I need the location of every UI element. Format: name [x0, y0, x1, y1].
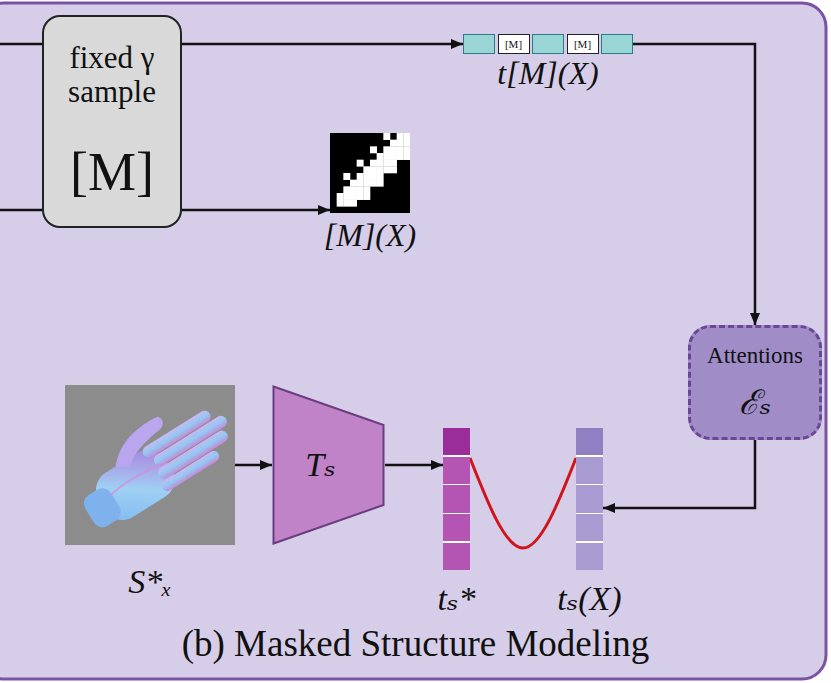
vector-cell: [443, 428, 470, 455]
math-label: S*ₓ: [128, 563, 172, 600]
node-title: fixed γ sample: [50, 41, 174, 110]
node-title: Attentions: [707, 343, 803, 369]
sampler-box: fixed γ sample [M]: [42, 15, 182, 228]
panel: [0, 3, 826, 679]
structure-encoder: Tₛ: [272, 385, 385, 545]
similarity-arc: [470, 458, 576, 548]
vector-cell: [576, 514, 603, 541]
attention-block: Attentionsℰₛ: [688, 325, 822, 440]
vector-cell: [576, 457, 603, 484]
node-text: [M]: [505, 39, 522, 50]
token-cell: [532, 34, 564, 54]
flow-arrow: [633, 44, 755, 325]
vector-cell: [443, 543, 470, 570]
hand-render: [64, 385, 244, 545]
flow-arrow: [182, 209, 330, 212]
token-cell: [M]: [498, 34, 530, 54]
node-symbol: ℰₛ: [739, 384, 771, 422]
flow-arrow: [235, 464, 272, 467]
node-symbol: [M]: [70, 142, 154, 202]
token-cell: [M]: [567, 34, 599, 54]
flow-arrow: [182, 43, 463, 46]
input-line: [0, 209, 42, 212]
flow-arrow: [603, 440, 755, 508]
flow-arrow: [385, 464, 443, 467]
predicted-vector: tₛ(X): [576, 428, 603, 570]
token-cell: [463, 34, 495, 54]
vector-cell: [443, 457, 470, 484]
vector-cell: [443, 485, 470, 512]
node-text: Tₛ: [305, 446, 335, 484]
mask-pixels: [330, 133, 410, 213]
vector-cell: [443, 514, 470, 541]
input-line: [0, 43, 42, 46]
vector-cell: [576, 543, 603, 570]
math-label: [M](X): [324, 218, 416, 253]
vector-cell: [576, 428, 603, 455]
math-label: t[M](X): [497, 56, 598, 91]
node-text: [M]: [574, 39, 591, 50]
vector-cell: [576, 485, 603, 512]
token-cell: [601, 34, 633, 54]
hand-image: S*ₓ: [65, 385, 235, 545]
mask-map: [M](X): [330, 133, 410, 213]
figure-caption: (b) Masked Structure Modeling: [0, 622, 831, 665]
math-label: tₛ*: [438, 580, 476, 617]
target-vector: tₛ*: [443, 428, 470, 570]
token-sequence: [M][M]t[M](X): [463, 34, 633, 54]
math-label: tₛ(X): [557, 580, 621, 617]
